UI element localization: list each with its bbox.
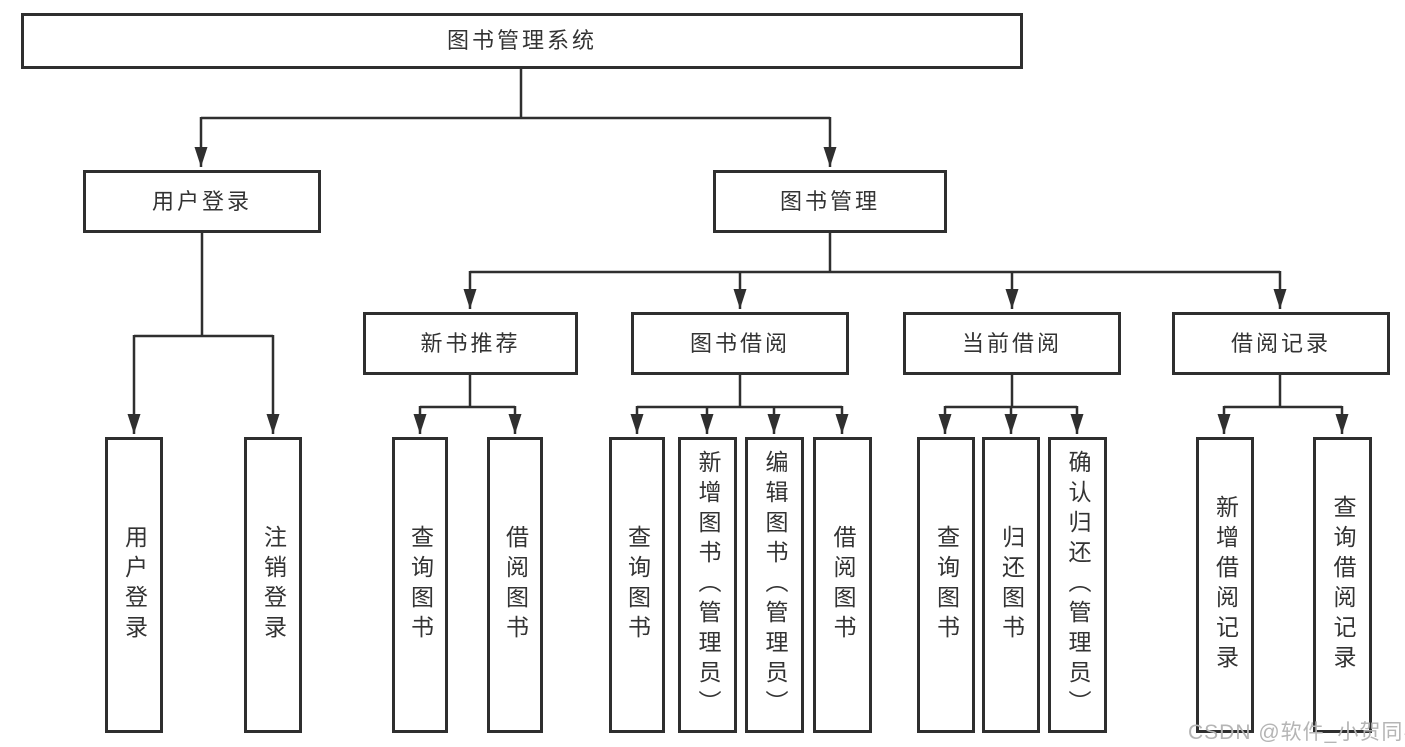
leaf-borrow-books-recommend: 借阅图书 [487,437,543,733]
connector-borrow-records-children [1217,375,1349,434]
node-book-management-label: 图书管理 [779,188,880,214]
connector-root-to-level2 [194,69,837,167]
node-user-login: 用户登录 [83,170,321,233]
leaf-return-books: 归还图书 [982,437,1040,733]
connector-new-book-recommend-children [413,375,522,434]
connector-user-login-children [127,233,280,434]
leaf-query-books-borrow: 查询图书 [609,437,665,733]
node-new-book-recommend: 新书推荐 [363,312,578,375]
leaf-query-books-recommend: 查询图书 [392,437,448,733]
leaf-logout-label: 注销登录 [260,525,287,645]
node-book-borrow-label: 图书借阅 [689,330,790,356]
connector-book-management-children [463,233,1287,309]
node-root: 图书管理系统 [21,13,1023,69]
leaf-query-borrow-record-label: 查询借阅记录 [1330,495,1356,675]
leaf-add-books-admin: 新增图书（管理员） [678,437,737,733]
leaf-user-login: 用户登录 [105,437,163,733]
leaf-borrow-books-recommend-label: 借阅图书 [502,525,529,645]
leaf-return-books-label: 归还图书 [998,525,1025,645]
leaf-query-books-borrow-label: 查询图书 [624,525,651,645]
leaf-add-books-admin-label: 新增图书（管理员） [695,450,721,720]
leaf-edit-books-admin-label: 编辑图书（管理员） [762,450,788,720]
connector-book-borrow-children [630,375,849,434]
leaf-query-books-current: 查询图书 [917,437,975,733]
leaf-borrow-books-label: 借阅图书 [830,525,856,645]
leaf-borrow-books: 借阅图书 [813,437,872,733]
leaf-logout: 注销登录 [244,437,302,733]
node-new-book-recommend-label: 新书推荐 [420,330,521,356]
node-borrow-records-label: 借阅记录 [1230,330,1331,356]
leaf-add-borrow-record-label: 新增借阅记录 [1212,495,1239,675]
leaf-edit-books-admin: 编辑图书（管理员） [745,437,804,733]
node-book-borrow: 图书借阅 [631,312,849,375]
node-book-management: 图书管理 [713,170,947,233]
connector-current-borrow-children [938,375,1084,434]
leaf-query-borrow-record: 查询借阅记录 [1313,437,1372,733]
node-current-borrow: 当前借阅 [903,312,1121,375]
node-current-borrow-label: 当前借阅 [961,330,1062,356]
leaf-query-books-recommend-label: 查询图书 [407,525,434,645]
leaf-confirm-return-admin: 确认归还（管理员） [1048,437,1107,733]
node-user-login-label: 用户登录 [151,188,252,214]
node-borrow-records: 借阅记录 [1172,312,1390,375]
leaf-add-borrow-record: 新增借阅记录 [1196,437,1254,733]
node-root-label: 图书管理系统 [446,28,597,53]
leaf-confirm-return-admin-label: 确认归还（管理员） [1065,450,1091,720]
leaf-user-login-label: 用户登录 [121,525,148,645]
leaf-query-books-current-label: 查询图书 [933,525,960,645]
watermark: CSDN @软件_小贺同学 [1188,721,1405,744]
